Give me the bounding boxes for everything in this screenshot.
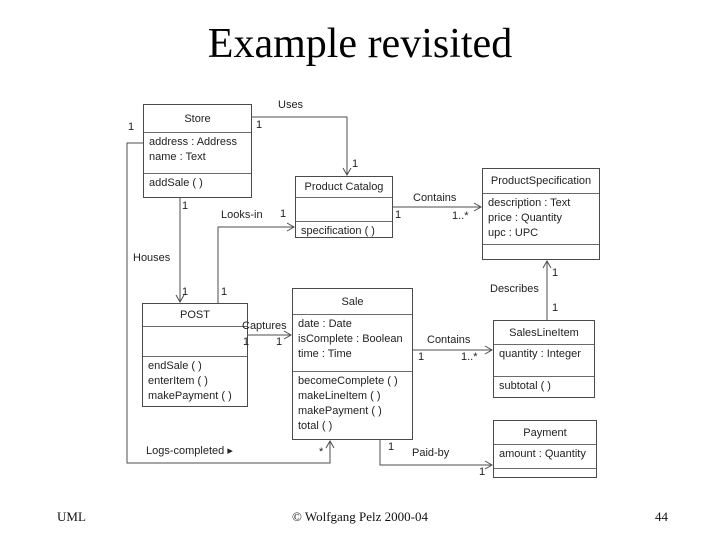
class-box-product-specification: ProductSpecification description : Text pr…	[482, 168, 600, 260]
footer-copyright: © Wolfgang Pelz 2000-04	[291, 509, 429, 524]
class-operation: specification ( )	[301, 225, 375, 237]
attributes-compartment: address : Address name : Text	[144, 132, 251, 173]
class-box-payment: Payment amount : Quantity	[493, 420, 597, 478]
operations-compartment: becomeComplete ( ) makeLineItem ( ) makePa…	[293, 371, 412, 441]
operations-compartment	[483, 244, 599, 261]
association-label-captures: Captures	[242, 320, 287, 332]
association-label-logs-completed: Logs-completed ▸	[146, 445, 233, 457]
slide-title: Example revisited	[207, 21, 513, 67]
class-box-post: POST endSale ( ) enterItem ( ) makePayment …	[142, 303, 248, 407]
class-attribute: name : Text	[149, 151, 206, 163]
association-line-logs-completed	[126, 142, 335, 464]
class-operation: subtotal ( )	[499, 380, 551, 392]
attributes-compartment	[143, 326, 247, 356]
multiplicity-label: 1	[552, 302, 559, 314]
association-label-looks-in: Looks-in	[221, 209, 263, 221]
class-operation: total ( )	[298, 420, 333, 432]
multiplicity-label: 1	[256, 119, 263, 131]
class-operation: makePayment ( )	[148, 390, 232, 402]
class-operation: addSale ( )	[149, 177, 203, 189]
class-operation: makePayment ( )	[298, 405, 382, 417]
multiplicity-label: 1	[418, 351, 425, 363]
multiplicity-label: *	[319, 446, 324, 458]
association-label-uses: Uses	[278, 99, 304, 111]
multiplicity-label: 1	[395, 209, 402, 221]
class-name-product-catalog: Product Catalog	[304, 181, 384, 193]
association-line-looks-in	[217, 222, 296, 303]
association-label-paid-by: Paid-by	[412, 447, 450, 459]
operations-compartment: subtotal ( )	[494, 376, 594, 399]
class-attribute: amount : Quantity	[499, 448, 586, 460]
class-operation: endSale ( )	[148, 360, 202, 372]
class-attribute: price : Quantity	[488, 212, 562, 224]
multiplicity-label: 1	[552, 267, 559, 279]
association-line-paid-by	[379, 440, 494, 470]
multiplicity-label: 1	[221, 286, 228, 298]
multiplicity-label: 1	[128, 121, 135, 133]
class-attribute: date : Date	[298, 318, 352, 330]
class-attribute: address : Address	[149, 136, 238, 148]
class-box-sale: Sale date : Date isComplete : Boolean time …	[292, 288, 413, 440]
class-name-sale: Sale	[341, 295, 364, 308]
class-name-post: POST	[180, 309, 210, 321]
multiplicity-label: 1	[182, 200, 189, 212]
class-box-store: Store address : Address name : Text addSale…	[143, 104, 252, 198]
class-operation: enterItem ( )	[148, 375, 208, 387]
class-operation: makeLineItem ( )	[298, 390, 381, 402]
association-label-houses: Houses	[133, 252, 171, 264]
multiplicity-label: 1	[479, 466, 486, 478]
class-attribute: isComplete : Boolean	[298, 333, 403, 345]
multiplicity-label: 1..*	[452, 210, 469, 222]
class-attribute: upc : UPC	[488, 227, 539, 239]
class-name-payment: Payment	[523, 426, 567, 439]
footer-page-number: 44	[655, 509, 668, 524]
class-name-store: Store	[184, 112, 211, 125]
attributes-compartment: description : Text price : Quantity upc : …	[483, 193, 599, 244]
class-box-sales-line-item: SalesLineItem quantity : Integer subtotal …	[493, 320, 595, 398]
association-label-contains-sale: Contains	[427, 334, 471, 346]
class-operation: becomeComplete ( )	[298, 375, 398, 387]
class-name-sales-line-item: SalesLineItem	[509, 326, 579, 339]
class-attribute: description : Text	[488, 197, 571, 209]
operations-compartment	[494, 468, 596, 479]
attributes-compartment: quantity : Integer	[494, 344, 594, 376]
multiplicity-label: 1	[276, 336, 283, 348]
attributes-compartment: date : Date isComplete : Boolean time : Ti…	[293, 314, 412, 371]
operations-compartment: addSale ( )	[144, 173, 251, 199]
class-box-product-catalog: Product Catalog specification ( )	[295, 176, 393, 238]
multiplicity-label: 1	[182, 286, 189, 298]
class-attribute: quantity : Integer	[499, 348, 581, 360]
class-attribute: time : Time	[298, 348, 352, 360]
multiplicity-label: 1	[243, 336, 250, 348]
association-label-contains-catalog: Contains	[413, 192, 457, 204]
multiplicity-label: 1..*	[461, 351, 478, 363]
association-label-describes: Describes	[490, 283, 539, 295]
operations-compartment: specification ( )	[296, 221, 392, 239]
multiplicity-label: 1	[388, 441, 395, 453]
attributes-compartment	[296, 197, 392, 221]
attributes-compartment: amount : Quantity	[494, 444, 596, 468]
multiplicity-label: 1	[352, 158, 359, 170]
multiplicity-label: 1	[280, 208, 287, 220]
class-name-product-specification: ProductSpecification	[490, 175, 592, 187]
association-line-uses	[252, 116, 352, 177]
footer-course-label: UML	[57, 509, 86, 524]
operations-compartment: endSale ( ) enterItem ( ) makePayment ( )	[143, 356, 247, 408]
